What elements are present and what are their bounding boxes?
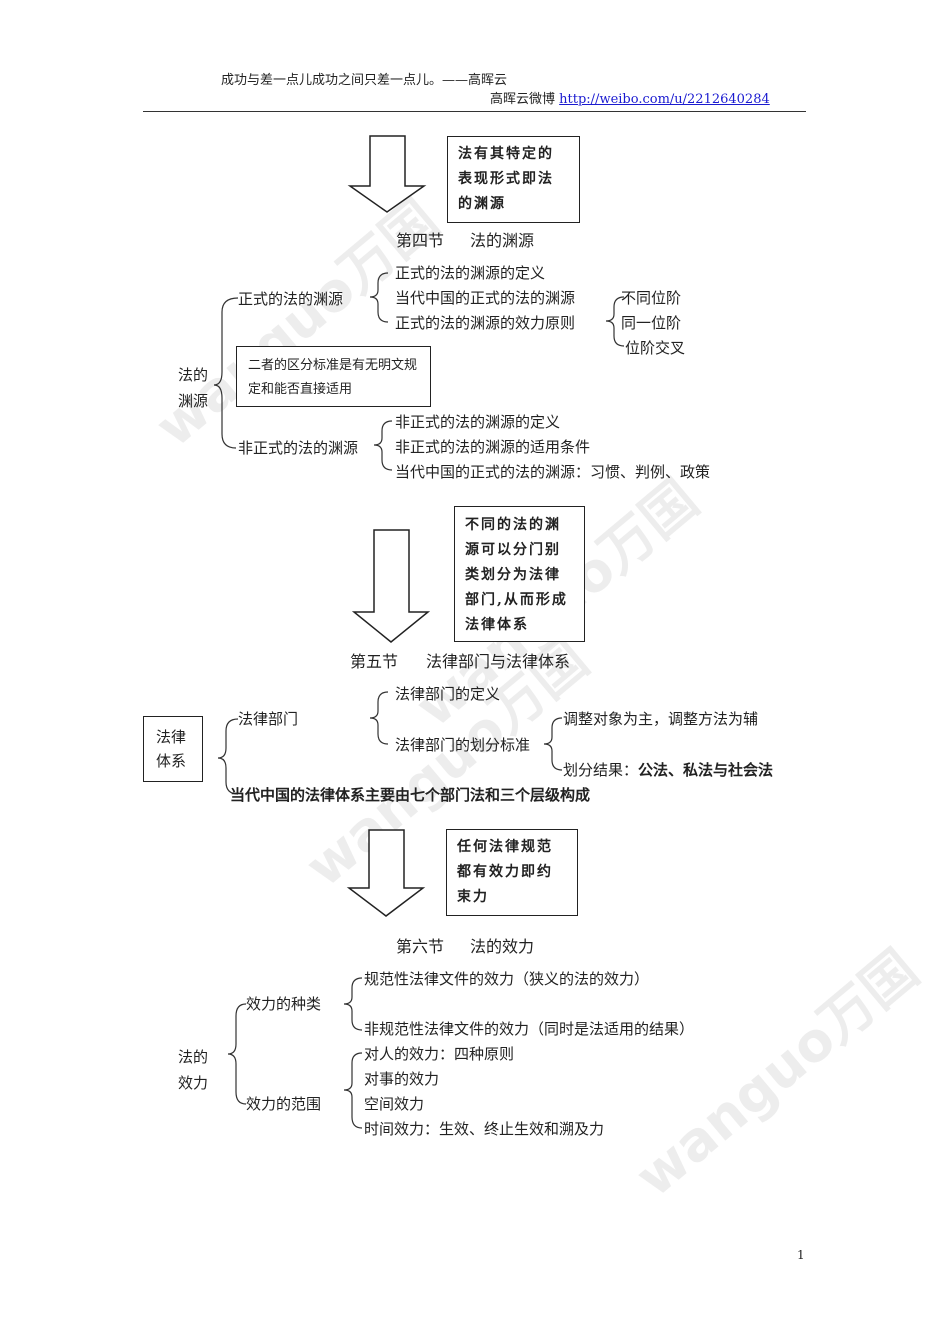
- note-text: 法有其特定的表现形式即法的渊源: [458, 146, 554, 212]
- types-label: 效力的种类: [246, 995, 322, 1013]
- brace: [227, 1003, 247, 1105]
- criteria-box: 二者的区分标准是有无明文规定和能否直接适用: [236, 346, 431, 407]
- brace: [217, 718, 239, 795]
- brace: [369, 691, 389, 745]
- dept-item: 法律部门的定义: [395, 685, 501, 703]
- informal-sources-label: 非正式的法的渊源: [238, 439, 359, 457]
- principle-item: 不同位阶: [621, 289, 682, 307]
- note-text: 不同的法的渊源可以分门别类划分为法律部门,从而形成法律体系: [465, 517, 568, 633]
- weibo-label: 高晖云微博: [490, 92, 556, 107]
- note-box: 不同的法的渊源可以分门别类划分为法律部门,从而形成法律体系: [454, 506, 585, 642]
- heading-title: 法律部门与法律体系: [426, 652, 571, 671]
- brace: [213, 297, 239, 449]
- brace: [369, 272, 389, 323]
- scope-item: 空间效力: [364, 1095, 425, 1113]
- informal-item: 当代中国的正式的法的渊源：习惯、判例、政策: [395, 463, 711, 481]
- heading-title: 法的渊源: [470, 231, 535, 250]
- header-weibo: 高晖云微博 http://weibo.com/u/2212640284: [490, 92, 770, 108]
- result-prefix: 划分结果：: [563, 761, 639, 779]
- formal-sources-label: 正式的法的渊源: [238, 290, 344, 308]
- down-arrow-icon: [346, 829, 426, 917]
- types-item: 非规范性法律文件的效力（同时是法适用的结果）: [364, 1020, 695, 1038]
- scope-label: 效力的范围: [246, 1095, 322, 1113]
- heading-title: 法的效力: [470, 937, 535, 956]
- criteria-text: 二者的区分标准是有无明文规定和能否直接适用: [248, 358, 418, 397]
- root-node: 法律体系: [156, 728, 187, 770]
- brace: [343, 1052, 363, 1129]
- scope-item: 对事的效力: [364, 1070, 440, 1088]
- header-divider: [143, 111, 806, 112]
- header-quote: 成功与差一点儿成功之间只差一点儿。——高晖云: [221, 73, 508, 88]
- weibo-link[interactable]: http://weibo.com/u/2212640284: [559, 92, 770, 107]
- brace: [343, 977, 363, 1031]
- system-structure: 当代中国的法律体系主要由七个部门法和三个层级构成: [230, 786, 591, 804]
- informal-item: 非正式的法的渊源的定义: [395, 413, 561, 431]
- note-text: 任何法律规范都有效力即约束力: [457, 839, 553, 905]
- section-heading: 第六节 法的效力: [396, 933, 534, 957]
- formal-item: 正式的法的渊源的效力原则: [395, 314, 576, 332]
- section-heading: 第五节 法律部门与法律体系: [350, 648, 570, 672]
- result-item: 划分结果：公法、私法与社会法: [563, 761, 773, 779]
- scope-item: 对人的效力：四种原则: [364, 1045, 515, 1063]
- brace: [543, 717, 563, 771]
- root-box: 法律体系: [143, 716, 203, 782]
- formal-item: 正式的法的渊源的定义: [395, 264, 546, 282]
- principle-item: 同一位阶: [621, 314, 682, 332]
- standard-item: 调整对象为主，调整方法为辅: [563, 710, 759, 728]
- heading-number: 第六节: [396, 937, 445, 956]
- brace: [373, 420, 393, 471]
- brace: [605, 296, 625, 347]
- result-value: 公法、私法与社会法: [638, 761, 774, 779]
- root-node: 法的效力: [178, 1048, 209, 1092]
- formal-item: 当代中国的正式的法的渊源: [395, 289, 576, 307]
- principle-item: 位阶交叉: [625, 339, 686, 357]
- types-item: 规范性法律文件的效力（狭义的法的效力）: [364, 970, 650, 988]
- section-heading: 第四节 法的渊源: [396, 227, 534, 251]
- note-box: 法有其特定的表现形式即法的渊源: [447, 136, 580, 223]
- informal-item: 非正式的法的渊源的适用条件: [395, 438, 591, 456]
- scope-item: 时间效力：生效、终止生效和溯及力: [364, 1120, 605, 1138]
- down-arrow-icon: [347, 135, 427, 213]
- heading-number: 第四节: [396, 231, 445, 250]
- page-number: 1: [797, 1248, 805, 1262]
- dept-item: 法律部门的划分标准: [395, 736, 531, 754]
- dept-label: 法律部门: [238, 710, 299, 728]
- heading-number: 第五节: [350, 652, 399, 671]
- down-arrow-icon: [351, 529, 431, 643]
- root-node: 法的渊源: [178, 366, 209, 410]
- note-box: 任何法律规范都有效力即约束力: [446, 829, 578, 916]
